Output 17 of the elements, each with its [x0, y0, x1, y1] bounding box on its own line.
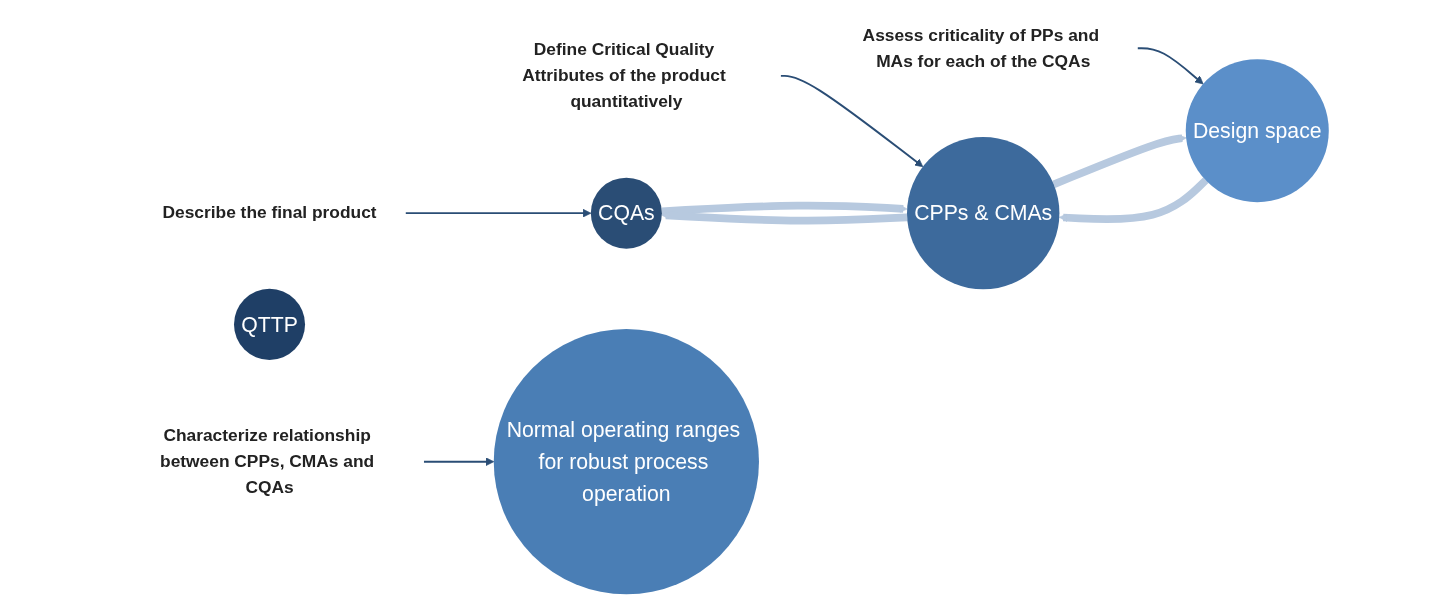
node-text: Define Critical Quality Attributes of the product quantitatively	[522, 39, 726, 112]
node-text: Describe the final product	[162, 203, 377, 223]
arrow	[422, 457, 495, 466]
arrow	[404, 208, 592, 218]
node-circle: CQAs	[590, 177, 662, 249]
arrow	[779, 74, 924, 168]
node-circle: QTTP	[234, 288, 306, 360]
arrow	[1136, 47, 1204, 85]
arrow	[661, 201, 908, 216]
node-text: Assess criticality of PPs and MAs for each of the CQAs	[862, 25, 1099, 71]
node-circle: CPPs & CMAs	[907, 136, 1060, 290]
node-text: Characterize relationship between CPPs, CMAs and CQAs	[160, 425, 375, 497]
node-circle: Normal operating ranges for robust process operation	[493, 329, 759, 595]
arrow	[1052, 134, 1187, 188]
node-circle: Design space	[1185, 59, 1329, 203]
arrow	[661, 211, 908, 225]
arrow	[1058, 177, 1209, 224]
